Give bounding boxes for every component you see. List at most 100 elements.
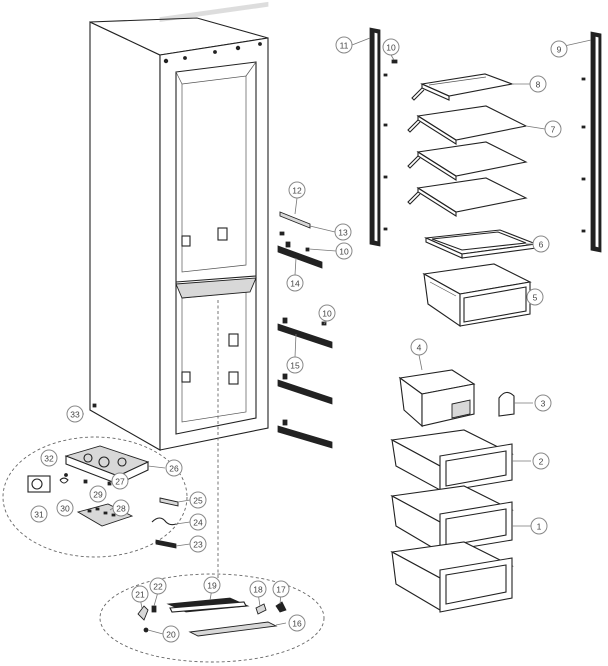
callout-9: 9 [550,40,568,58]
parts-27-32 [59,473,112,486]
callout-circle [529,75,547,93]
callout-number: 15 [290,361,300,371]
callout-number: 20 [166,630,176,640]
callout-21: 21 [131,585,149,603]
callout-number: 14 [290,279,300,289]
callout-circle [534,394,552,412]
callout-circle [30,505,48,523]
callout-10: 10 [335,242,353,260]
callout-circle [165,459,183,477]
callout-number: 17 [276,585,286,595]
callout-7: 7 [544,120,562,138]
parts-17-22 [137,601,287,633]
callout-6: 6 [532,235,550,253]
callout-number: 11 [340,41,349,51]
callout-circle [544,120,562,138]
callout-number: 18 [253,585,263,595]
callout-circle [526,288,544,306]
callout-circle [89,485,107,503]
callout-circle [66,405,84,423]
callout-number: 30 [60,504,70,514]
callout-3: 3 [534,394,552,412]
callout-circle [288,614,306,632]
callout-labels: 1234567891010101112131415161718192021222… [30,36,568,643]
callout-number: 21 [135,590,145,600]
callout-number: 5 [533,293,538,303]
callout-4: 4 [410,338,428,356]
callout-number: 27 [115,477,125,487]
callout-19: 19 [203,576,221,594]
callout-number: 10 [339,247,349,257]
callout-circle [550,40,568,58]
callout-number: 8 [536,80,541,90]
rail-13-14 [277,241,323,269]
callout-5: 5 [526,288,544,306]
callout-10: 10 [318,304,336,322]
callout-number: 23 [193,540,203,550]
callout-circle [288,181,306,199]
callout-23: 23 [189,535,207,553]
callout-26: 26 [165,459,183,477]
left-shelf-rail [369,27,381,247]
callout-number: 13 [338,228,348,238]
callout-circle [318,304,336,322]
egg-tray [398,369,476,428]
callout-number: 6 [539,240,544,250]
callout-16: 16 [288,614,306,632]
callout-13: 13 [334,223,352,241]
callout-number: 16 [292,619,302,629]
glass-shelf-3 [407,177,528,217]
thermostat-31 [27,475,51,493]
callout-circle [382,38,400,56]
callout-circle [410,338,428,356]
callout-25: 25 [189,491,207,509]
detail-ellipse-controls [2,436,188,558]
callout-circle [111,472,129,490]
callout-number: 9 [557,45,562,55]
callout-number: 1 [537,522,542,532]
callout-10: 10 [382,38,400,56]
callout-circle [203,576,221,594]
callout-circle [286,356,304,374]
callout-number: 7 [551,125,556,135]
callout-circle [335,242,353,260]
callout-8: 8 [529,75,547,93]
callout-circle [532,235,550,253]
right-shelf-rail [590,31,602,253]
refrigerator-cabinet [89,1,269,590]
freezer-drawer-middle [390,485,514,553]
callout-number: 2 [539,457,544,467]
callout-number: 33 [70,410,80,420]
callout-14: 14 [286,274,304,292]
callout-number: 19 [207,581,217,591]
callout-number: 10 [322,309,332,319]
callout-circle [335,36,353,54]
callout-number: 29 [93,490,103,500]
callout-circle [272,580,290,598]
callout-number: 24 [193,518,203,528]
callout-circle [112,499,130,517]
freezer-drawer-bottom [390,541,514,613]
callout-circle [189,491,207,509]
callout-2: 2 [532,452,550,470]
callout-24: 24 [189,513,207,531]
callout-29: 29 [89,485,107,503]
callout-number: 26 [169,464,179,474]
glass-shelf-small [411,73,515,101]
control-housing-26 [64,445,150,485]
callout-18: 18 [249,580,267,598]
callout-number: 12 [292,186,302,196]
callout-28: 28 [112,499,130,517]
callout-circle [189,513,207,531]
callout-circle [334,223,352,241]
callout-30: 30 [56,499,74,517]
control-knob [498,391,515,417]
callout-circle [249,580,267,598]
callout-22: 22 [149,577,167,595]
callout-number: 3 [541,399,546,409]
callout-27: 27 [111,472,129,490]
glass-shelf-2 [407,141,528,181]
freezer-drawer-top [390,429,514,493]
callout-circle [149,577,167,595]
